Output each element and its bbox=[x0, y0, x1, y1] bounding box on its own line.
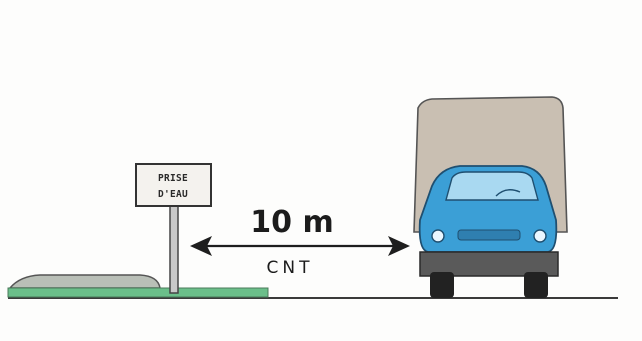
sidewalk bbox=[8, 275, 268, 297]
curb-strip bbox=[8, 288, 268, 297]
truck-wheel-right bbox=[524, 272, 548, 298]
truck-headlight-left bbox=[432, 230, 444, 242]
distance-value: 10 m bbox=[250, 205, 333, 240]
truck-headlight-right bbox=[534, 230, 546, 242]
truck-grille bbox=[458, 230, 520, 240]
water-point-sign: PRISE D'EAU bbox=[136, 164, 211, 293]
sign-line-1: PRISE bbox=[158, 173, 188, 184]
sign-pole bbox=[170, 205, 178, 293]
truck-windshield bbox=[446, 172, 538, 200]
truck-wheel-left bbox=[430, 272, 454, 298]
distance-code: CNT bbox=[267, 258, 314, 278]
truck bbox=[414, 97, 567, 298]
sign-line-2: D'EAU bbox=[158, 189, 188, 200]
